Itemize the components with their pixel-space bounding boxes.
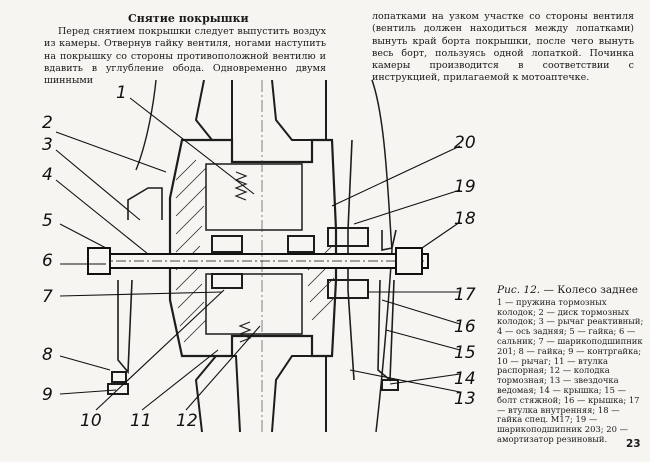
callout-7: 7: [42, 287, 53, 307]
callout-13: 13: [454, 389, 476, 409]
callout-20: 20: [454, 133, 476, 153]
callout-5: 5: [42, 211, 53, 231]
callout-4: 4: [42, 165, 53, 185]
callout-14: 14: [454, 369, 476, 389]
callout-16: 16: [454, 317, 476, 337]
rear-wheel-drawing: 1 2 3 4 5 6 7 8 9 10 11 12 13 14 15 16 1…: [42, 80, 476, 432]
right-column-text: лопатками на узком участке со стороны ве…: [372, 11, 634, 84]
callout-3: 3: [42, 135, 53, 155]
callout-19: 19: [454, 177, 476, 197]
caption-title: Рис. 12. — Колесо заднее: [497, 284, 645, 296]
figure-title: — Колесо заднее: [543, 284, 639, 296]
callout-12: 12: [176, 411, 198, 431]
callout-18: 18: [454, 209, 476, 229]
callout-10: 10: [80, 411, 102, 431]
left-column-text: Перед снятием покрышки следует выпустить…: [44, 26, 326, 87]
callout-17: 17: [454, 285, 476, 305]
figure-caption: Рис. 12. — Колесо заднее 1 — пружина тор…: [497, 284, 645, 445]
callout-8: 8: [42, 345, 53, 365]
figure-number: Рис. 12.: [497, 284, 541, 296]
callout-1: 1: [116, 83, 127, 103]
callout-2: 2: [42, 113, 53, 133]
callout-9: 9: [42, 385, 53, 405]
page-number: 23: [626, 438, 641, 450]
caption-legend: 1 — пружина тормозных колодок; 2 — диск …: [497, 296, 644, 444]
callout-15: 15: [454, 343, 476, 363]
section-heading: Снятие покрышки: [128, 12, 249, 25]
callout-11: 11: [130, 411, 152, 431]
callout-6: 6: [42, 251, 53, 271]
